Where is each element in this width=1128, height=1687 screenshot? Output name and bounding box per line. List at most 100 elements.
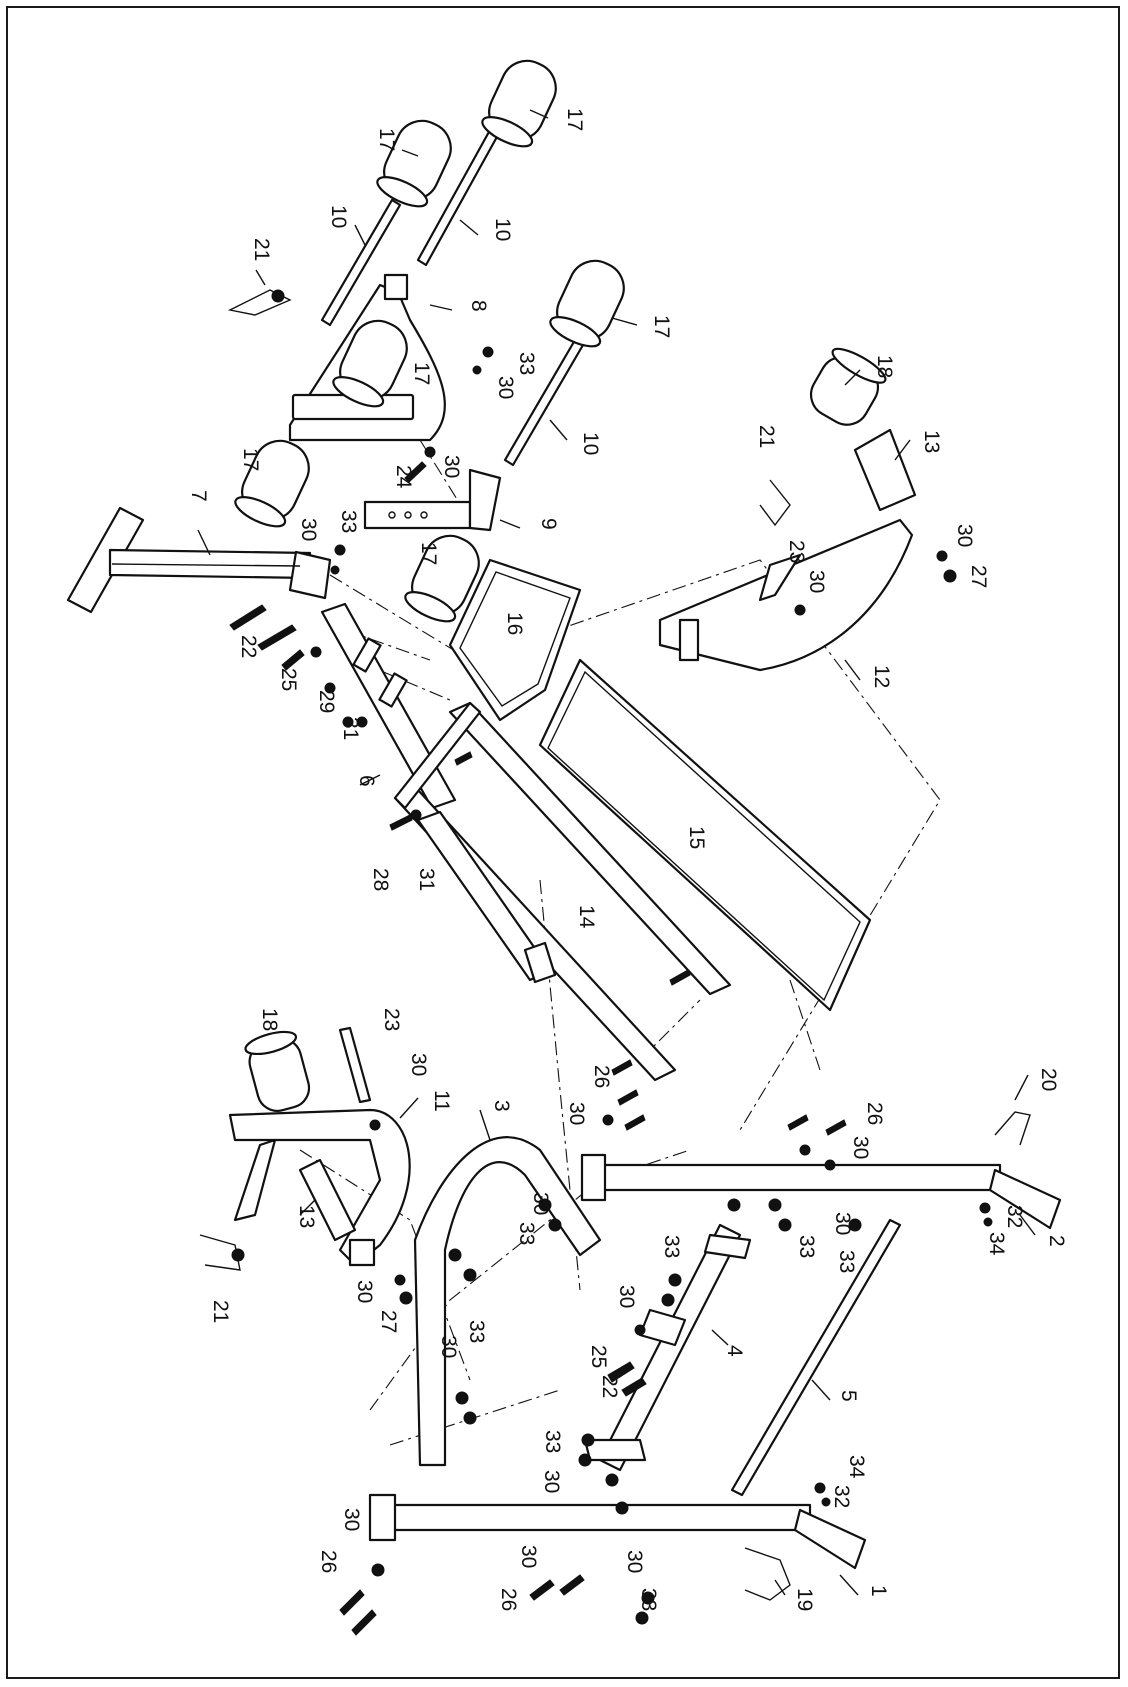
- callout-27: 27: [967, 565, 990, 588]
- callout-33: 33: [465, 1320, 488, 1343]
- callout-30: 30: [565, 1102, 588, 1125]
- callout-30: 30: [407, 1053, 430, 1076]
- callout-22: 22: [237, 635, 260, 658]
- part-3-curved-tube: [413, 1136, 602, 1467]
- callout-23: 23: [785, 540, 808, 563]
- callout-30: 30: [805, 570, 828, 593]
- callout-21: 21: [209, 1300, 232, 1323]
- part-12-leg-holder: [658, 518, 914, 672]
- callout-33: 33: [515, 1222, 538, 1245]
- callout-33: 33: [660, 1235, 683, 1258]
- callout-26: 26: [317, 1550, 340, 1573]
- part-2-right-upright: [580, 1153, 1062, 1230]
- part-6-inner-tube: [320, 602, 457, 810]
- part-23-pin-lower: [338, 1026, 372, 1104]
- part-17-foam-rollers: [234, 59, 625, 623]
- callout-13: 13: [920, 430, 943, 453]
- callout-19: 19: [793, 1588, 816, 1611]
- drawing-frame: [6, 6, 1120, 1679]
- part-4-cross-member: [583, 1223, 752, 1472]
- callout-15: 15: [685, 826, 708, 849]
- callout-16: 16: [503, 612, 526, 635]
- part-5-rod: [730, 1218, 902, 1497]
- callout-33: 33: [541, 1430, 564, 1453]
- callout-27: 27: [377, 1310, 400, 1333]
- callout-26: 26: [497, 1588, 520, 1611]
- callout-18: 18: [258, 1008, 281, 1031]
- callout-30: 30: [440, 455, 463, 478]
- callout-12: 12: [870, 665, 893, 688]
- callout-31: 31: [415, 868, 438, 891]
- callout-30: 30: [831, 1212, 854, 1235]
- part-18-roller: [809, 347, 887, 426]
- callout-17: 17: [417, 542, 440, 565]
- callout-22: 22: [598, 1375, 621, 1398]
- part-21-spring-pins: [199, 289, 791, 1271]
- callout-28: 28: [369, 868, 392, 891]
- callout-30: 30: [437, 1335, 460, 1358]
- part-13-shaft: [853, 428, 917, 512]
- part-15-seat-pad: [538, 658, 872, 1012]
- callout-17: 17: [239, 448, 262, 471]
- part-18-roller-lower: [244, 1030, 311, 1112]
- callout-10: 10: [491, 218, 514, 241]
- fasteners: [229, 346, 993, 1636]
- callout-17: 17: [650, 315, 673, 338]
- callout-25: 25: [277, 668, 300, 691]
- callout-17: 17: [375, 128, 398, 151]
- callout-24: 24: [392, 465, 415, 489]
- part-23-pin-upper: [758, 553, 802, 602]
- callout-32: 32: [1003, 1205, 1026, 1228]
- callout-33: 33: [795, 1235, 818, 1258]
- callout-9: 9: [537, 518, 560, 530]
- callout-21: 21: [755, 425, 778, 448]
- callout-32: 32: [830, 1485, 853, 1508]
- callout-3: 3: [490, 1100, 513, 1112]
- part-1-left-upright: [368, 1493, 867, 1570]
- callout-30: 30: [529, 1192, 552, 1215]
- part-13-shaft-lower: [233, 1138, 357, 1242]
- callout-labels: 17 17 10 10 21 8 33 30 17 17 10 17 30 24…: [187, 108, 1068, 1611]
- callout-21: 21: [250, 238, 273, 261]
- part-10-rods: [320, 128, 585, 467]
- callout-30: 30: [353, 1280, 376, 1303]
- callout-31: 31: [339, 717, 362, 740]
- callout-30: 30: [953, 524, 976, 547]
- callout-17: 17: [410, 362, 433, 385]
- callout-10: 10: [327, 205, 350, 228]
- part-19-20-caps: [744, 1111, 1031, 1601]
- callout-30: 30: [540, 1470, 563, 1493]
- leader-lines: [197, 109, 1036, 1596]
- callout-20: 20: [1037, 1068, 1060, 1091]
- part-16-back-pad: [448, 558, 582, 722]
- callout-25: 25: [587, 1345, 610, 1368]
- callout-33: 33: [835, 1250, 858, 1273]
- callout-30: 30: [623, 1550, 646, 1573]
- callout-33: 33: [515, 352, 538, 375]
- callout-33: 33: [337, 510, 360, 533]
- part-7-front-post: [66, 506, 332, 614]
- callout-30: 30: [297, 518, 320, 541]
- callout-34: 34: [985, 1232, 1008, 1256]
- callout-5: 5: [837, 1390, 860, 1402]
- callout-30: 30: [849, 1136, 872, 1159]
- callout-1: 1: [867, 1585, 890, 1597]
- callout-23: 23: [380, 1008, 403, 1031]
- callout-7: 7: [187, 490, 210, 502]
- part-11-leg-holder: [228, 1108, 411, 1267]
- callout-26: 26: [863, 1102, 886, 1125]
- callout-30: 30: [340, 1508, 363, 1531]
- callout-26: 26: [590, 1065, 613, 1088]
- callout-30: 30: [517, 1545, 540, 1568]
- part-14-seat-frame: [393, 701, 732, 1082]
- callout-10: 10: [579, 432, 602, 455]
- callout-34: 34: [845, 1455, 868, 1479]
- callout-30: 30: [494, 376, 517, 399]
- callout-11: 11: [430, 1090, 453, 1112]
- callout-13: 13: [295, 1205, 318, 1228]
- callout-18: 18: [873, 355, 896, 378]
- callout-14: 14: [575, 905, 598, 929]
- callout-17: 17: [563, 108, 586, 131]
- part-9-bracket: [363, 468, 502, 532]
